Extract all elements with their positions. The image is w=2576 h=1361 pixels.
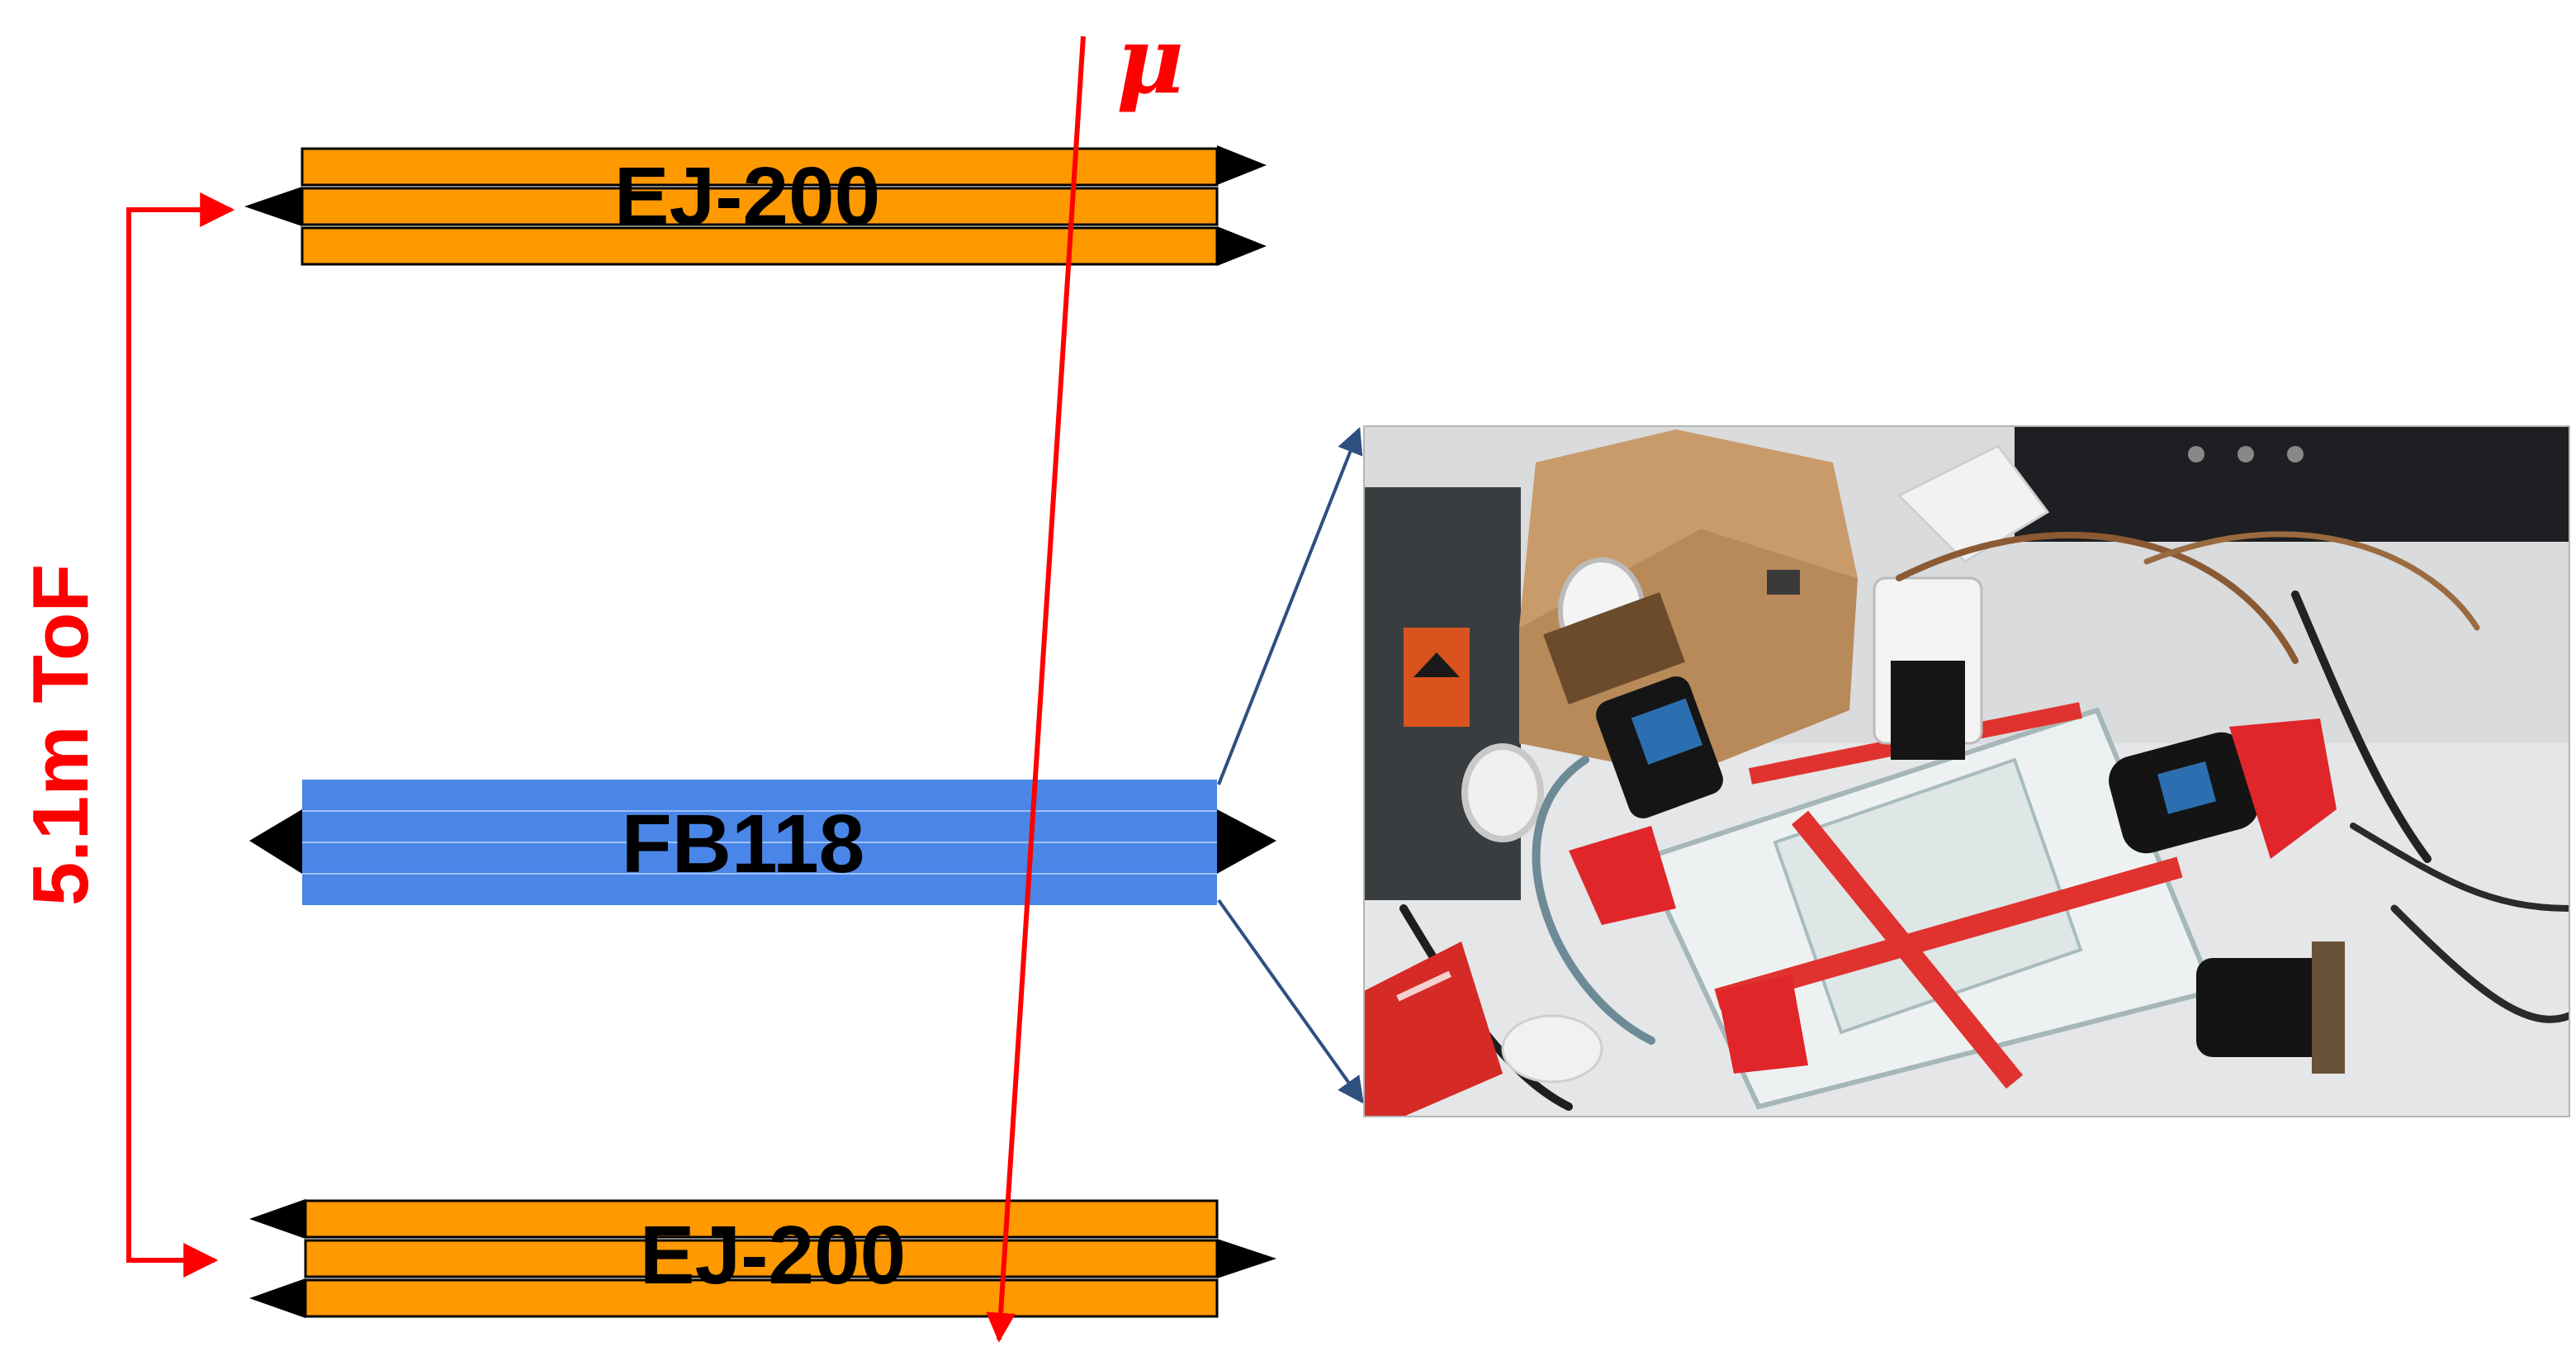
pmt-cone-icon (1217, 226, 1267, 266)
pmt-cone-icon (249, 1278, 305, 1318)
pmt-photo-2 (1873, 576, 1983, 760)
oscilloscope (2015, 426, 2569, 542)
tof-arrow-top (126, 192, 235, 634)
top-ej200-detector: EJ-200 (244, 145, 1267, 266)
pmt-cone-icon (1217, 809, 1276, 874)
top-ej200-bar-2 (301, 187, 1219, 226)
bottom-ej200-detector: EJ-200 (249, 1199, 1276, 1318)
pmt-photo-1 (1543, 592, 1723, 818)
pmt-cone-icon (249, 1199, 305, 1239)
pmt-cone-icon (244, 187, 302, 226)
pmt-cone-icon (249, 809, 302, 874)
cables (1399, 531, 2569, 1111)
zoom-lines (1217, 427, 1364, 1104)
tof-arrow-bottom (126, 634, 219, 1278)
red-tape-strip (1714, 856, 2183, 1010)
detector-setup-photo (1364, 426, 2569, 1117)
tof-distance-label: 5.1m ToF (17, 564, 105, 906)
pmt-cone-icon (1217, 1239, 1276, 1278)
red-manual (1364, 941, 1503, 1117)
pmt-photo-5 (1569, 826, 1808, 1074)
pmt-photo-3 (2109, 718, 2337, 859)
middle-detector-label: FB118 (622, 798, 865, 890)
muon-label: μ (1116, 7, 1184, 115)
middle-fb118-detector: FB118 (249, 780, 1276, 905)
bottom-ej200-bar-1 (304, 1199, 1219, 1239)
photo-frame (1363, 425, 2570, 1117)
tof-bracket: 5.1m ToF (17, 192, 235, 1278)
bottom-detector-label: EJ-200 (640, 1209, 906, 1302)
top-detector-label: EJ-200 (614, 150, 880, 243)
bottom-ej200-bar-3 (304, 1278, 1219, 1318)
zoom-line-top (1217, 427, 1363, 785)
top-ej200-bar-1 (301, 147, 1219, 187)
muon-track-line (986, 36, 1086, 1343)
muon-track: μ (986, 7, 1184, 1343)
pmt-photo-4 (2196, 941, 2345, 1074)
top-ej200-bar-3 (301, 226, 1219, 266)
zoom-line-bottom (1217, 899, 1364, 1104)
pmt-cone-icon (1217, 145, 1267, 185)
bottom-ej200-bar-2 (304, 1239, 1219, 1278)
